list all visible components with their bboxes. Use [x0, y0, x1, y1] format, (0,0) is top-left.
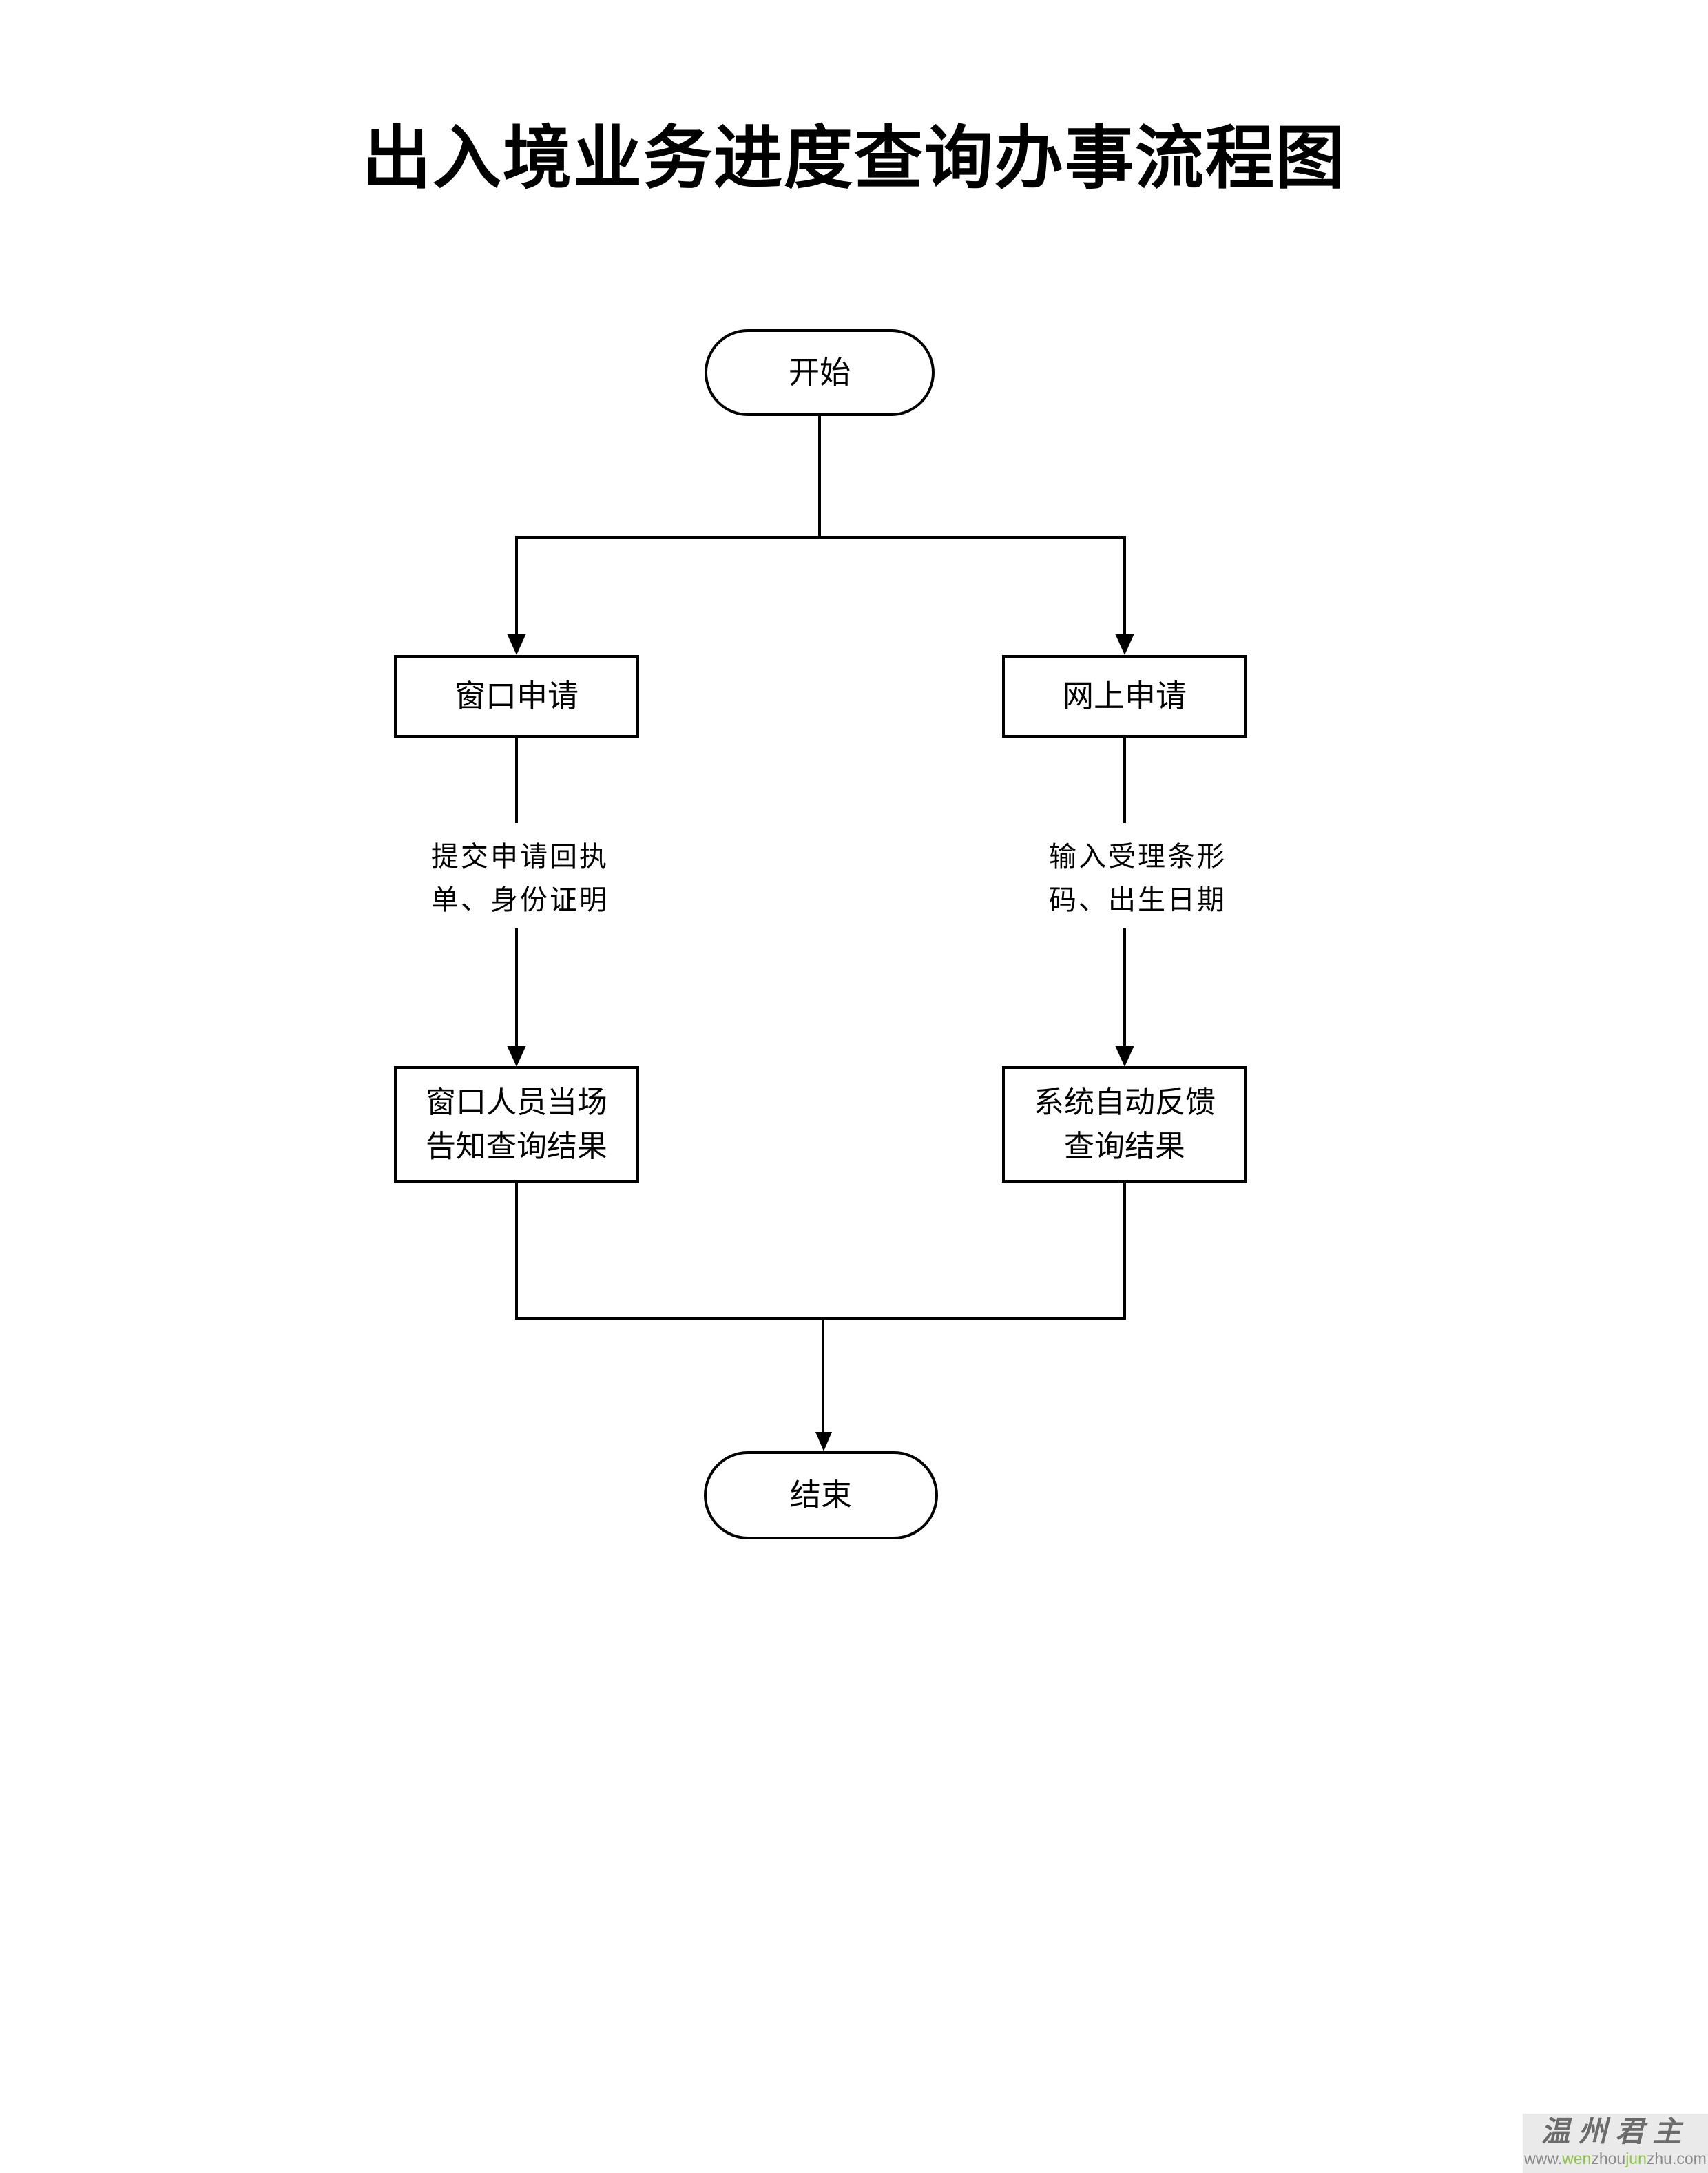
- watermark-url-seg: .com: [1671, 2150, 1707, 2167]
- system-result-label-line2: 查询结果: [1064, 1129, 1185, 1163]
- watermark-url-seg: zhu: [1646, 2150, 1672, 2167]
- arrow-down-icon: [507, 1046, 526, 1067]
- window-apply-node: 窗口申请: [394, 655, 639, 738]
- connector-left-drop: [515, 537, 518, 634]
- online-edge-label: 输入受理条形 码、出生日期: [993, 835, 1282, 922]
- window-edge-label: 提交申请回执 单、身份证明: [375, 835, 665, 922]
- watermark-url-seg: www.: [1524, 2150, 1563, 2167]
- connector-right-edge-lower: [1123, 928, 1126, 1047]
- connector-branch-horizontal: [515, 536, 1126, 539]
- connector-start-down: [818, 416, 821, 537]
- connector-right-merge-down: [1123, 1183, 1126, 1318]
- online-apply-label: 网上申请: [1062, 679, 1187, 714]
- window-edge-label-line1: 提交申请回执: [431, 841, 609, 872]
- arrow-down-icon: [1115, 634, 1134, 655]
- start-node-label: 开始: [788, 355, 851, 390]
- window-edge-label-line2: 单、身份证明: [431, 884, 609, 915]
- connector-merge-horizontal: [515, 1317, 1126, 1320]
- arrow-down-icon: [1115, 1046, 1134, 1067]
- window-result-label-line2: 告知查询结果: [426, 1129, 607, 1163]
- window-apply-label: 窗口申请: [454, 679, 579, 714]
- connector-right-drop: [1123, 537, 1126, 634]
- end-node-label: 结束: [789, 1478, 852, 1512]
- connector-left-edge-upper: [515, 738, 518, 823]
- connector-left-edge-lower: [515, 928, 518, 1047]
- page-title: 出入境业务进度查询办事流程图: [362, 121, 1346, 197]
- online-edge-label-line2: 码、出生日期: [1049, 884, 1227, 915]
- window-result-label-line1: 窗口人员当场: [426, 1085, 607, 1119]
- connector-right-edge-upper: [1123, 738, 1126, 823]
- end-node: 结束: [704, 1451, 938, 1539]
- arrow-down-icon: [815, 1432, 832, 1451]
- system-result-label-line1: 系统自动反馈: [1034, 1085, 1216, 1119]
- watermark: 温州君主 www.wenzhoujunzhu.com: [1523, 2114, 1708, 2173]
- arrow-down-icon: [507, 634, 526, 655]
- watermark-url: www.wenzhoujunzhu.com: [1523, 2150, 1708, 2167]
- system-result-node: 系统自动反馈 查询结果: [1002, 1066, 1247, 1183]
- connector-end-down: [822, 1320, 824, 1432]
- watermark-url-seg: zhou: [1591, 2150, 1626, 2167]
- window-result-node: 窗口人员当场 告知查询结果: [394, 1066, 639, 1183]
- watermark-url-seg: jun: [1625, 2150, 1647, 2167]
- online-apply-node: 网上申请: [1002, 655, 1247, 738]
- connector-left-merge-down: [515, 1183, 518, 1318]
- watermark-url-seg: wen: [1562, 2150, 1592, 2167]
- start-node: 开始: [705, 329, 935, 416]
- watermark-brand: 温州君主: [1541, 2117, 1690, 2148]
- online-edge-label-line1: 输入受理条形: [1049, 841, 1227, 872]
